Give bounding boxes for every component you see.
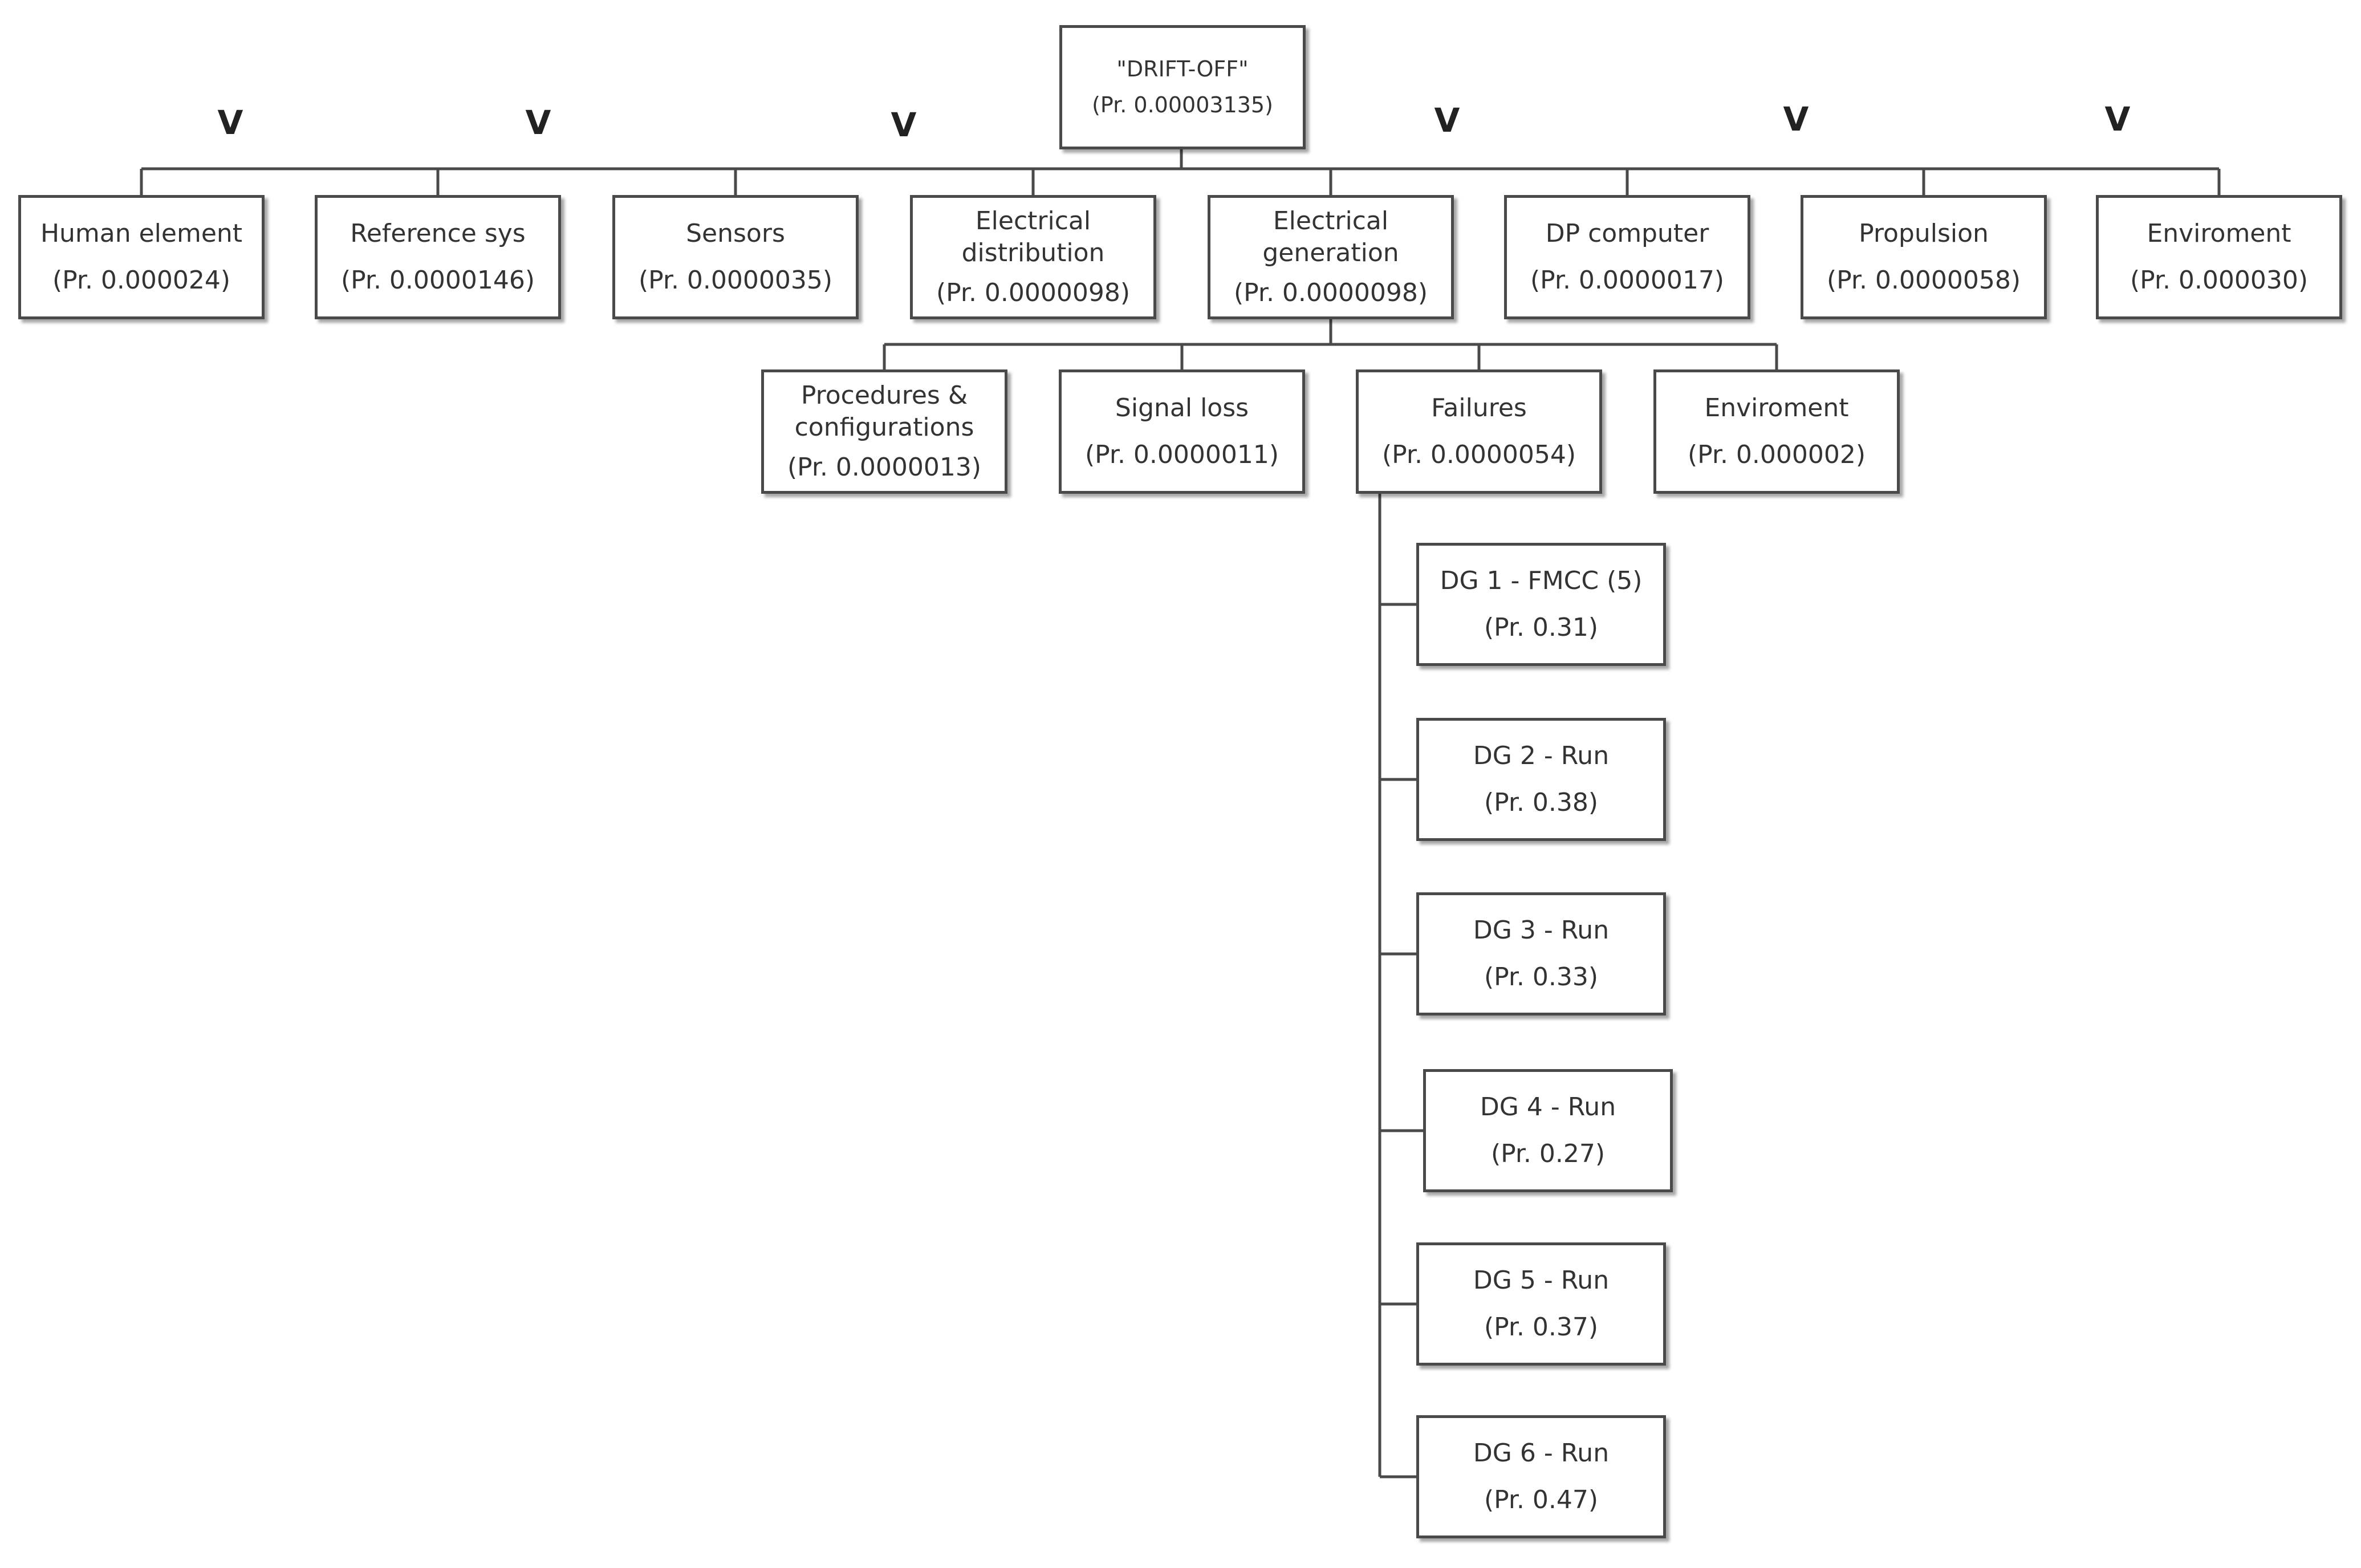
node-label: DG 6 - Run [1473,1438,1610,1468]
node-probability: (Pr. 0.0000058) [1826,266,2021,295]
event-dp-computer: DP computer (Pr. 0.0000017) [1504,195,1750,319]
node-label: DG 2 - Run [1473,741,1610,770]
node-probability: (Pr. 0.00003135) [1092,92,1273,117]
event-dg1-fmcc: DG 1 - FMCC (5) (Pr. 0.31) [1416,543,1666,666]
root-event-drift-off: "DRIFT-OFF" (Pr. 0.00003135) [1059,25,1306,149]
node-label: Sensors [686,218,785,248]
node-label: Enviroment [2147,218,2291,248]
node-label: Procedures & configurations [794,380,974,442]
node-label: Human element [40,218,243,248]
event-dg6-run: DG 6 - Run (Pr. 0.47) [1416,1415,1666,1538]
node-probability: (Pr. 0.33) [1484,962,1599,992]
event-dg5-run: DG 5 - Run (Pr. 0.37) [1416,1242,1666,1366]
or-gate-symbol: V [2104,100,2131,139]
node-probability: (Pr. 0.47) [1484,1485,1599,1514]
or-gate-symbol: V [525,103,551,142]
node-probability: (Pr. 0.0000098) [936,278,1131,308]
node-label: DG 5 - Run [1473,1265,1610,1295]
node-probability: (Pr. 0.000024) [52,266,231,295]
event-signal-loss: Signal loss (Pr. 0.0000011) [1059,369,1305,494]
event-reference-sys: Reference sys (Pr. 0.0000146) [315,195,561,319]
event-failures: Failures (Pr. 0.0000054) [1356,369,1602,494]
node-label: DP computer [1545,218,1709,248]
node-probability: (Pr. 0.37) [1484,1313,1599,1342]
node-label: DG 4 - Run [1480,1092,1616,1122]
or-gate-symbol: V [891,105,917,144]
node-probability: (Pr. 0.0000054) [1381,440,1576,469]
node-probability: (Pr. 0.0000013) [787,453,982,482]
node-label: DG 3 - Run [1473,915,1610,945]
event-human-element: Human element (Pr. 0.000024) [18,195,265,319]
node-label: Signal loss [1115,393,1249,423]
or-gate-symbol: V [1783,100,1809,139]
node-probability: (Pr. 0.0000011) [1084,440,1279,469]
node-label: DG 1 - FMCC (5) [1440,566,1643,595]
event-procedures-configurations: Procedures & configurations (Pr. 0.00000… [761,369,1007,494]
node-probability: (Pr. 0.0000035) [638,266,833,295]
event-enviroment: Enviroment (Pr. 0.000030) [2096,195,2342,319]
event-sensors: Sensors (Pr. 0.0000035) [612,195,859,319]
event-dg2-run: DG 2 - Run (Pr. 0.38) [1416,718,1666,841]
node-probability: (Pr. 0.000002) [1687,440,1866,469]
node-probability: (Pr. 0.0000146) [340,266,535,295]
event-dg3-run: DG 3 - Run (Pr. 0.33) [1416,892,1666,1015]
event-electrical-generation: Electrical generation (Pr. 0.0000098) [1208,195,1454,319]
node-probability: (Pr. 0.38) [1484,788,1599,817]
node-probability: (Pr. 0.000030) [2130,266,2309,295]
event-dg4-run: DG 4 - Run (Pr. 0.27) [1423,1069,1673,1192]
node-label: Propulsion [1859,218,1989,248]
node-probability: (Pr. 0.0000017) [1530,266,1725,295]
node-label: Reference sys [350,218,526,248]
node-label: Electrical generation [1262,206,1399,267]
event-enviroment-sub: Enviroment (Pr. 0.000002) [1653,369,1900,494]
event-propulsion: Propulsion (Pr. 0.0000058) [1801,195,2047,319]
or-gate-symbol: V [217,103,243,142]
node-label: Failures [1431,393,1527,423]
node-label: Enviroment [1704,393,1849,423]
node-label: Electrical distribution [961,206,1105,267]
or-gate-symbol: V [1434,101,1460,140]
event-electrical-distribution: Electrical distribution (Pr. 0.0000098) [910,195,1156,319]
node-probability: (Pr. 0.27) [1490,1139,1606,1168]
node-probability: (Pr. 0.31) [1484,613,1599,642]
node-probability: (Pr. 0.0000098) [1233,278,1428,308]
node-label: "DRIFT-OFF" [1116,56,1249,82]
